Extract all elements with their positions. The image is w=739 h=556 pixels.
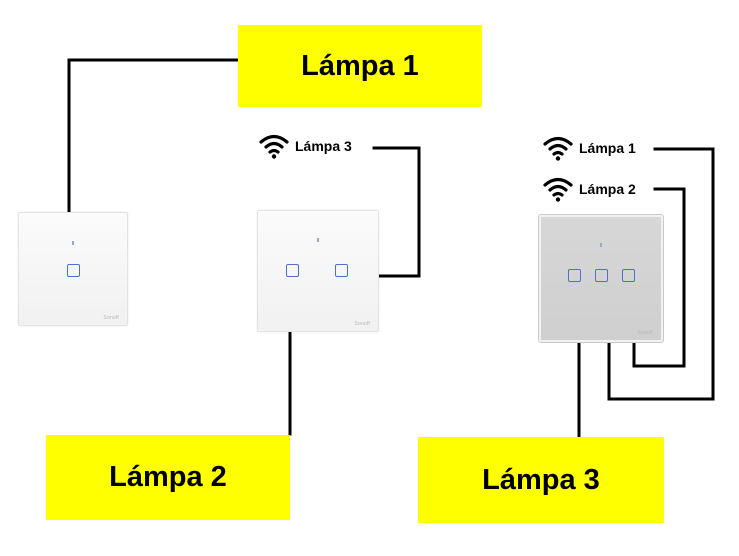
indicator-led (317, 238, 319, 242)
wifi-label-switch3-b: Lámpa 2 (543, 176, 636, 202)
lamp1-label: Lámpa 1 (301, 49, 419, 82)
touch-key-1 (286, 264, 299, 277)
brand-label: Sonoff (103, 315, 119, 321)
wifi-label-switch3-a-text: Lámpa 1 (579, 140, 636, 156)
wire-wifi-lamp3-switch2 (372, 146, 421, 278)
wire-wifi-lamp2-switch3 (632, 187, 686, 368)
wire-lamp1-switch1 (67, 58, 240, 214)
wifi-icon (543, 136, 573, 161)
wifi-icon (259, 134, 289, 159)
touch-key-2 (595, 269, 608, 282)
wifi-label-switch2-text: Lámpa 3 (295, 138, 352, 154)
brand-label: Sonoff (637, 330, 653, 336)
indicator-led (600, 243, 602, 247)
double-gang-switch: Sonoff (257, 210, 379, 332)
indicator-led (72, 241, 74, 245)
touch-key-1 (67, 264, 80, 277)
wifi-label-switch2: Lámpa 3 (259, 133, 352, 159)
lamp1-box: Lámpa 1 (238, 25, 482, 107)
wifi-icon (543, 177, 573, 202)
wire-wifi-lamp1-switch3 (607, 147, 715, 401)
lamp2-label: Lámpa 2 (109, 461, 227, 493)
touch-key-1 (568, 269, 581, 282)
lamp3-box: Lámpa 3 (418, 437, 664, 523)
touch-key-3 (622, 269, 635, 282)
lamp2-box: Lámpa 2 (46, 435, 290, 520)
lamp3-label: Lámpa 3 (482, 463, 600, 496)
wifi-label-switch3-b-text: Lámpa 2 (579, 181, 636, 197)
triple-gang-switch: Sonoff (539, 215, 663, 342)
wifi-label-switch3-a: Lámpa 1 (543, 135, 636, 161)
single-gang-switch: Sonoff (18, 212, 128, 326)
touch-key-2 (335, 264, 348, 277)
brand-label: Sonoff (354, 321, 370, 327)
